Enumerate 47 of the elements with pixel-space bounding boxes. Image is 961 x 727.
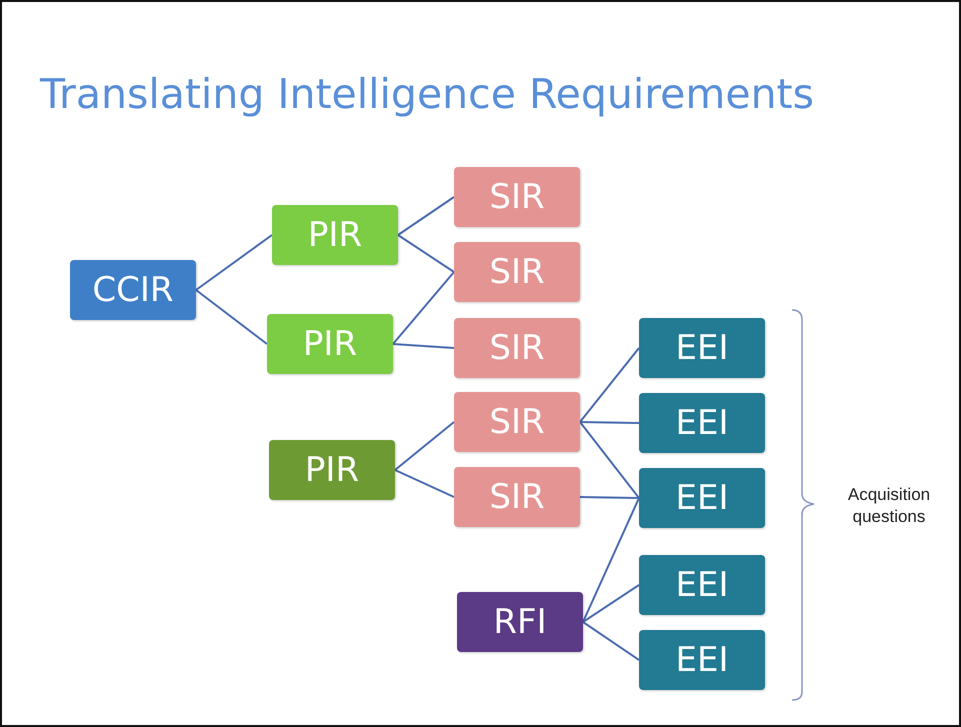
requirement-box: [639, 555, 765, 615]
connector-line: [394, 421, 455, 471]
requirement-box: [639, 630, 765, 690]
box-label: PIR: [302, 324, 358, 364]
requirement-box: [454, 467, 580, 527]
box-label: SIR: [489, 328, 545, 368]
box-label: EEI: [676, 403, 728, 443]
box-label: SIR: [489, 177, 545, 217]
box-label: SIR: [489, 252, 545, 292]
requirement-box: [272, 205, 398, 265]
requirement-box: [70, 260, 196, 320]
box-label: CCIR: [92, 270, 174, 310]
connector-line: [195, 289, 268, 345]
box-label: RFI: [493, 602, 547, 642]
box-label: EEI: [676, 478, 728, 518]
connector-line: [195, 234, 273, 291]
connector-line: [397, 234, 455, 273]
connector-line: [392, 271, 455, 345]
box-label: SIR: [489, 402, 545, 442]
connector-line: [397, 196, 455, 236]
box-label: SIR: [489, 477, 545, 517]
requirement-box: [457, 592, 583, 652]
connector-line: [392, 343, 454, 349]
connector-line: [582, 498, 640, 622]
connector-line: [580, 421, 640, 424]
box-label: PIR: [308, 215, 362, 255]
box-label: EEI: [676, 640, 728, 680]
connector-line: [582, 621, 640, 661]
box-label: PIR: [304, 450, 360, 490]
requirement-box: [639, 468, 765, 528]
connector-line: [582, 584, 640, 623]
requirement-box: [454, 392, 580, 452]
box-label: EEI: [676, 328, 728, 368]
requirement-box: [639, 393, 765, 453]
requirement-box: [454, 242, 580, 302]
requirement-box: [267, 314, 393, 374]
requirement-box: [639, 318, 765, 378]
connector-line: [579, 421, 640, 499]
requirement-box: [269, 440, 395, 500]
requirement-box: [454, 318, 580, 378]
connector-line: [580, 496, 640, 499]
connector-line: [579, 347, 640, 423]
bracket-note: Acquisition questions: [846, 484, 932, 528]
connector-line: [394, 469, 454, 498]
title: Translating Intelligence Requirements: [40, 70, 814, 118]
box-label: EEI: [676, 565, 728, 605]
requirement-box: [454, 167, 580, 227]
